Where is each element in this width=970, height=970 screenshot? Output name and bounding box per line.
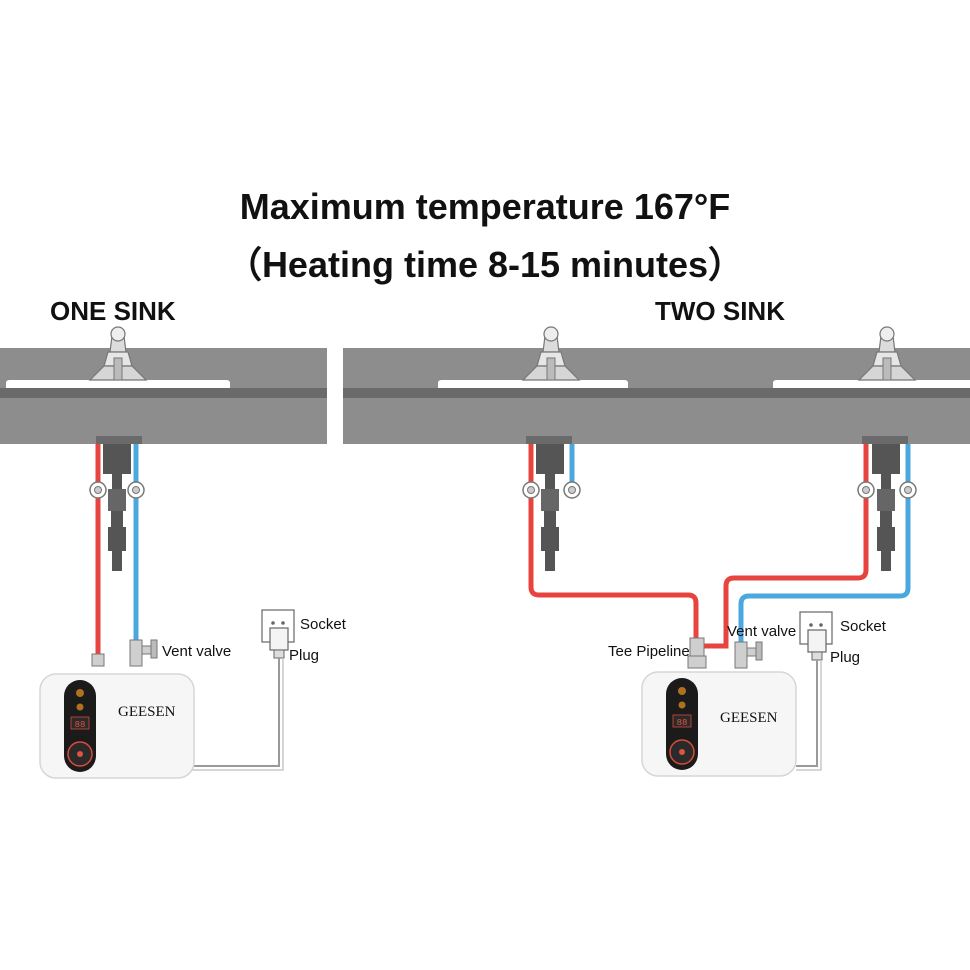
power-cord xyxy=(796,660,822,771)
power-cord xyxy=(190,658,284,771)
tee-pipeline-label: Tee Pipeline xyxy=(608,643,690,660)
shutoff-valve-icon xyxy=(857,481,875,499)
shutoff-valve-icon xyxy=(127,481,145,499)
two-sink-heading: TWO SINK xyxy=(655,296,785,326)
power-cord xyxy=(190,658,280,767)
brand-label: GEESEN xyxy=(720,710,778,726)
plug-label: Plug xyxy=(830,649,860,666)
tee-pipeline-icon xyxy=(687,637,707,669)
one-sink-pipes xyxy=(95,444,139,662)
one-sink-heading: ONE SINK xyxy=(50,296,176,326)
shutoff-valve-icon xyxy=(899,481,917,499)
shutoff-valve-icon xyxy=(522,481,540,499)
main-title: Maximum temperature 167°F xyxy=(239,186,731,227)
two-sink-counter xyxy=(343,348,970,444)
heating-time-subtitle: （Heating time 8-15 minutes） xyxy=(225,244,745,285)
drain-trap-icon xyxy=(536,444,564,571)
power-cord xyxy=(796,660,818,767)
socket-label: Socket xyxy=(840,618,887,635)
drain-trap-icon xyxy=(103,444,131,571)
socket-label: Socket xyxy=(300,616,347,633)
water-heater-icon xyxy=(39,673,195,779)
brand-label: GEESEN xyxy=(118,704,176,720)
wall-socket-icon xyxy=(799,611,833,661)
plug-label: Plug xyxy=(289,647,319,664)
vent-valve-label: Vent valve xyxy=(162,643,231,660)
drain-trap-icon xyxy=(872,444,900,571)
vent-valve-label: Vent valve xyxy=(727,623,796,640)
one-sink-counter xyxy=(0,348,327,444)
vent-valve-icon xyxy=(734,641,763,669)
vent-valve-icon xyxy=(91,639,158,667)
shutoff-valve-icon xyxy=(563,481,581,499)
shutoff-valve-icon xyxy=(89,481,107,499)
